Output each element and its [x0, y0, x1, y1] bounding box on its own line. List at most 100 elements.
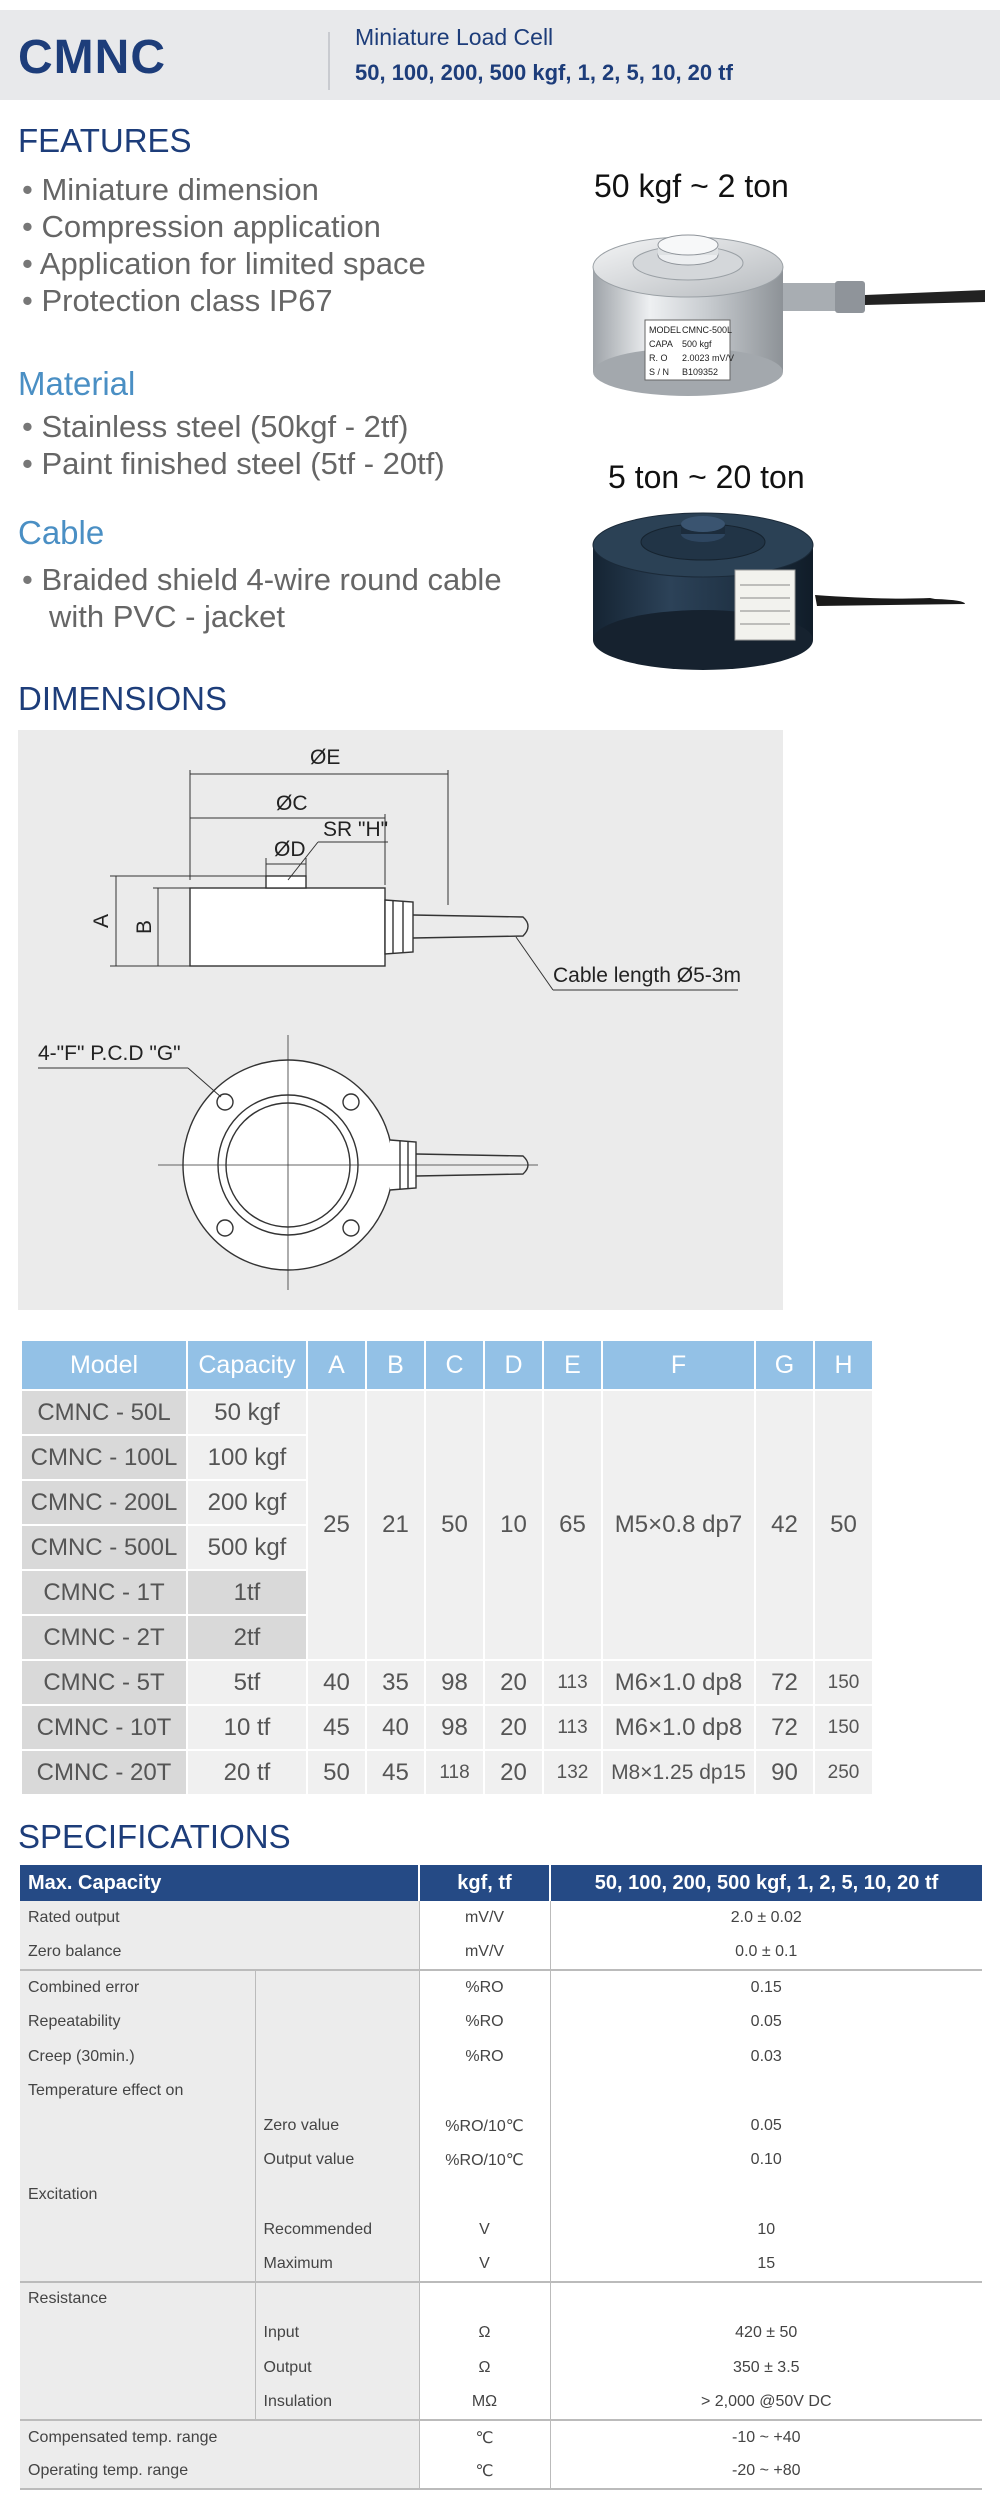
spec-value: 0.10: [549, 2143, 982, 2178]
spec-name: Combined error: [20, 1970, 255, 2005]
spec-unit: %RO: [418, 2039, 550, 2074]
spec-name: Repeatability: [20, 2004, 255, 2040]
spec-unit: Ω: [418, 2350, 550, 2386]
cell-capacity: 5tf: [186, 1659, 308, 1706]
cell-f: M5×0.8 dp7: [601, 1389, 756, 1661]
spec-unit: [418, 2073, 550, 2109]
nameplate-ro-label: R. O: [649, 353, 668, 363]
cell-model: CMNC - 100L: [20, 1434, 188, 1481]
header-bar: CMNC Miniature Load Cell 50, 100, 200, 5…: [0, 10, 1000, 100]
cell-b: 40: [365, 1704, 426, 1751]
nameplate-ro-value: 2.0023 mV/V: [682, 353, 734, 363]
spec-header-values: 50, 100, 200, 500 kgf, 1, 2, 5, 10, 20 t…: [549, 1865, 982, 1901]
nameplate-model-label: MODEL: [649, 325, 681, 335]
cell-capacity: 20 tf: [186, 1749, 308, 1796]
col-header: G: [754, 1339, 815, 1391]
spec-subname: [254, 2073, 419, 2109]
spec-unit: mV/V: [418, 1901, 550, 1936]
features-item: Miniature dimension: [22, 171, 426, 208]
col-header: B: [365, 1339, 426, 1391]
spec-subname: Output value: [254, 2143, 419, 2178]
col-header: F: [601, 1339, 756, 1391]
cell-model: CMNC - 2T: [20, 1614, 188, 1661]
spec-unit: V: [418, 2246, 550, 2283]
table-row: CMNC - 500L 500 kgf: [20, 1524, 873, 1571]
cell-model: CMNC - 10T: [20, 1704, 188, 1751]
cell-model: CMNC - 1T: [20, 1569, 188, 1616]
load-cell-stainless-image: MODEL CMNC-500L CAPA 500 kgf R. O 2.0023…: [592, 234, 985, 396]
spec-unit: %RO/10℃: [418, 2143, 550, 2178]
spec-unit: Ω: [418, 2316, 550, 2351]
cell-a: 25: [306, 1389, 367, 1661]
spec-name: Operating temp. range: [20, 2454, 419, 2491]
label-dim-e: ØE: [310, 746, 340, 769]
specifications-title: SPECIFICATIONS: [18, 1818, 291, 1855]
nameplate-capa-value: 500 kgf: [682, 339, 712, 349]
cell-f: M8×1.25 dp15: [601, 1749, 756, 1796]
spec-unit: %RO: [418, 1970, 550, 2005]
spec-name: [20, 2143, 255, 2178]
spec-row: Operating temp. range℃-20 ~ +80: [20, 2454, 982, 2491]
spec-value: [549, 2281, 982, 2317]
cell-c: 98: [424, 1704, 485, 1751]
cell-d: 20: [483, 1704, 544, 1751]
spec-unit: MΩ: [418, 2385, 550, 2421]
cell-b: 21: [365, 1389, 426, 1661]
nameplate-sn-value: B109352: [682, 367, 718, 377]
cell-h: 150: [813, 1659, 874, 1706]
material-title: Material: [18, 365, 136, 402]
col-header: Model: [20, 1339, 188, 1391]
spec-unit: [418, 2281, 550, 2317]
spec-value: 2.0 ± 0.02: [549, 1901, 982, 1936]
spec-name: Compensated temp. range: [20, 2419, 419, 2455]
spec-value: > 2,000 @50V DC: [549, 2385, 982, 2421]
nameplate-sn-label: S / N: [649, 367, 669, 377]
photo-label-large: 5 ton ~ 20 ton: [608, 459, 805, 495]
col-header: C: [424, 1339, 485, 1391]
cable-item: Braided shield 4-wire round cable: [22, 561, 501, 598]
spec-value: 350 ± 3.5: [549, 2350, 982, 2386]
model-name: CMNC: [18, 31, 166, 84]
spec-subname: [254, 2177, 419, 2213]
spec-value: 0.0 ± 0.1: [549, 1935, 982, 1972]
spec-value: 0.03: [549, 2039, 982, 2074]
label-cable-length: Cable length Ø5-3m: [553, 964, 741, 987]
cell-capacity: 200 kgf: [186, 1479, 308, 1526]
header-subtitle: Miniature Load Cell: [355, 24, 554, 50]
spec-value: -20 ~ +80: [549, 2454, 982, 2491]
spec-header-unit: kgf, tf: [418, 1865, 550, 1901]
col-header: Capacity: [186, 1339, 308, 1391]
cell-capacity: 500 kgf: [186, 1524, 308, 1571]
features-item: Protection class IP67: [22, 282, 426, 319]
cell-b: 35: [365, 1659, 426, 1706]
cell-capacity: 1tf: [186, 1569, 308, 1616]
cell-h: 150: [813, 1704, 874, 1751]
material-item: Paint finished steel (5tf - 20tf): [22, 445, 444, 482]
nameplate-model-value: CMNC-500L: [682, 325, 732, 335]
spec-value: 15: [549, 2246, 982, 2283]
cell-model: CMNC - 50L: [20, 1389, 188, 1436]
cell-a: 40: [306, 1659, 367, 1706]
table-row: CMNC - 1T 1tf: [20, 1569, 873, 1616]
col-header: D: [483, 1339, 544, 1391]
spec-unit: ℃: [418, 2419, 550, 2455]
table-row: CMNC - 200L 200 kgf: [20, 1479, 873, 1526]
cell-model: CMNC - 5T: [20, 1659, 188, 1706]
label-dim-b: B: [133, 920, 156, 934]
spec-subname: Recommended: [254, 2212, 419, 2247]
features-item: Application for limited space: [22, 245, 426, 282]
photo-label-small: 50 kgf ~ 2 ton: [594, 168, 789, 204]
cell-d: 20: [483, 1749, 544, 1796]
spec-unit: ℃: [418, 2454, 550, 2491]
spec-value: 0.05: [549, 2004, 982, 2040]
spec-subname: Maximum: [254, 2246, 419, 2283]
table-row: CMNC - 50L 50 kgf 25 21 50 10 65 M5×0.8 …: [20, 1389, 874, 1661]
